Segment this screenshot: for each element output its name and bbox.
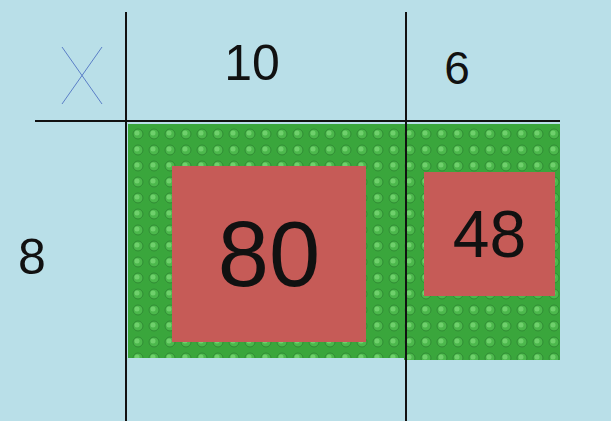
lego-plate [404, 124, 560, 360]
grid-line [405, 12, 407, 421]
lego-plate [128, 124, 404, 358]
product-value: 48 [453, 201, 526, 267]
product-box: 80 [172, 166, 366, 342]
product-value: 80 [218, 208, 320, 300]
corner-cross [62, 47, 102, 104]
table-header: 8 [18, 232, 46, 282]
lego-studs [128, 124, 404, 358]
table-header: 10 [224, 38, 280, 88]
product-box: 48 [424, 172, 555, 296]
lego-studs [404, 124, 560, 360]
grid-line [125, 12, 127, 421]
table-header: 6 [444, 45, 470, 91]
corner-cross [62, 47, 102, 104]
grid-line [35, 120, 560, 122]
